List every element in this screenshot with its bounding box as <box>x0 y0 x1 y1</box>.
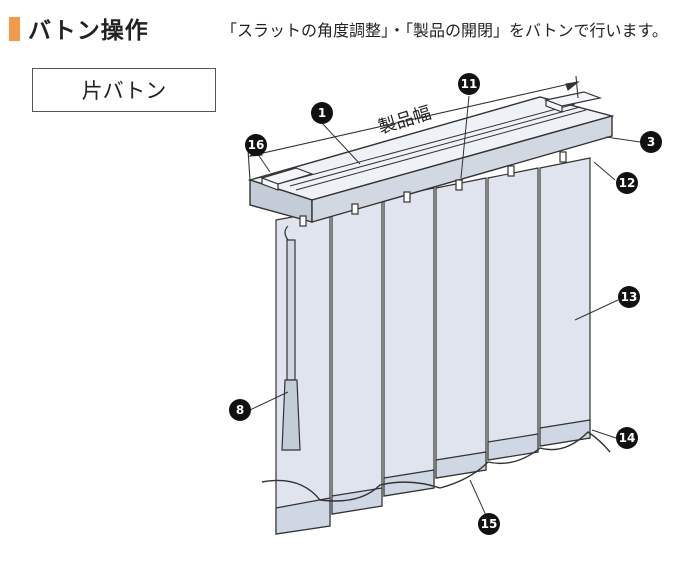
svg-text:8: 8 <box>236 403 244 417</box>
slat <box>539 157 591 447</box>
slat <box>331 197 383 515</box>
section-description: 「スラットの角度調整」・「製品の開閉」をバトンで行います。 <box>221 21 668 40</box>
callout-11: 11 <box>458 73 480 95</box>
svg-text:1: 1 <box>318 106 326 120</box>
rail-end-bracket-right <box>543 91 603 113</box>
rail-end-bracket-left <box>260 167 314 191</box>
callout-1: 1 <box>311 102 333 124</box>
callout-16: 16 <box>245 134 267 156</box>
slat <box>487 167 539 461</box>
svg-text:11: 11 <box>461 77 478 91</box>
slat-carriers <box>299 151 567 227</box>
bottom-chain <box>261 431 611 502</box>
svg-text:13: 13 <box>621 290 638 304</box>
callout-13: 13 <box>618 286 640 308</box>
callout-3: 3 <box>640 131 662 153</box>
callout-15: 15 <box>478 513 500 535</box>
svg-text:16: 16 <box>248 138 265 152</box>
callout-8: 8 <box>229 399 251 421</box>
slat <box>435 177 487 479</box>
header-accent-bar <box>9 17 20 41</box>
wand-baton <box>281 225 301 451</box>
section-title: バトン操作 <box>28 18 149 44</box>
svg-text:15: 15 <box>481 517 498 531</box>
slat <box>383 187 435 497</box>
svg-text:12: 12 <box>619 176 636 190</box>
slats <box>275 157 591 535</box>
variant-label-box: 片バトン <box>32 68 216 112</box>
svg-text:14: 14 <box>619 431 636 445</box>
variant-label: 片バトン <box>81 79 167 103</box>
callout-12: 12 <box>616 172 638 194</box>
svg-text:3: 3 <box>647 135 655 149</box>
callout-14: 14 <box>616 427 638 449</box>
